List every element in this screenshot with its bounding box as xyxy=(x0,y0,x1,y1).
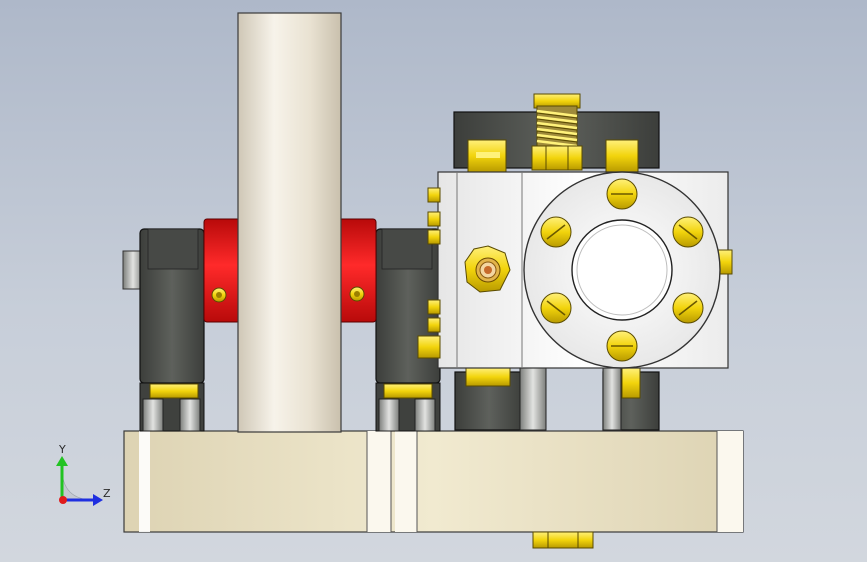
z-axis-label: Z xyxy=(103,487,111,500)
right-hub-collar[interactable] xyxy=(337,218,377,323)
cylinder-head[interactable] xyxy=(523,171,721,369)
left-hub-collar[interactable] xyxy=(203,218,241,323)
head-bolt xyxy=(540,216,572,248)
left-bearing-bracket[interactable] xyxy=(122,228,205,432)
flywheel[interactable] xyxy=(237,12,342,433)
base-plate[interactable] xyxy=(123,430,744,533)
head-bolt xyxy=(606,330,638,362)
head-bolt-ring xyxy=(540,178,704,362)
base-bottom-nut xyxy=(532,531,594,549)
inlet-fitting[interactable] xyxy=(464,245,511,293)
y-axis-label: Y xyxy=(58,443,66,456)
x-axis-origin-icon xyxy=(59,496,67,504)
spring xyxy=(531,93,583,171)
orientation-triad: Y Z xyxy=(56,443,111,506)
head-bolt xyxy=(540,292,572,324)
head-bolt xyxy=(672,292,704,324)
lower-support-block[interactable] xyxy=(454,367,660,431)
head-bolt xyxy=(606,178,638,210)
head-bolt xyxy=(672,216,704,248)
